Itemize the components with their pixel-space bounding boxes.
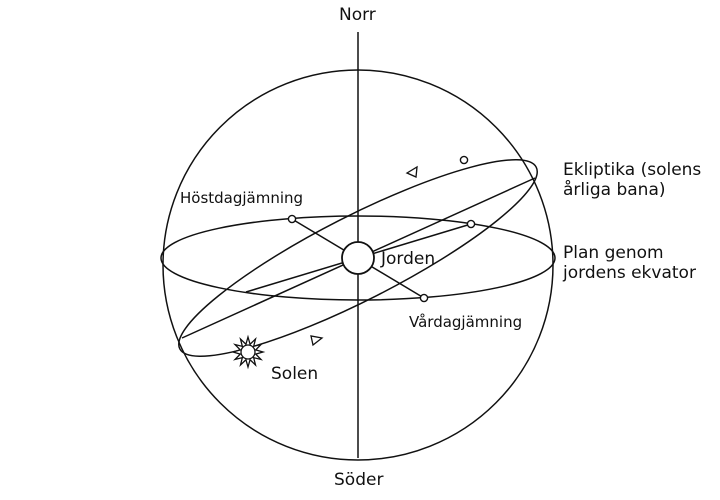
equator-back-point — [466, 219, 476, 229]
ecliptic-label-line2: årliga bana) — [563, 179, 666, 200]
ecliptic-orbit — [178, 159, 538, 357]
ecliptic-label-line1: Ekliptika (solens — [563, 160, 702, 180]
spring-equinox-label: Vårdagjämning — [409, 313, 523, 331]
sun-icon — [230, 334, 266, 370]
south-label: Söder — [334, 470, 384, 490]
equator-label-line2: jordens ekvator — [563, 262, 696, 283]
ecliptic-label: Ekliptika (solens årliga bana) — [563, 160, 702, 200]
autumn-equinox-point — [287, 214, 297, 224]
earth-icon — [341, 241, 375, 275]
ecliptic-top-point — [459, 155, 469, 165]
earth-label: Jorden — [381, 249, 436, 269]
equator-label: Plan genom jordens ekvator — [563, 243, 696, 283]
north-label: Norr — [339, 5, 376, 25]
sun-label: Solen — [271, 364, 319, 384]
orbit-arrow-top — [405, 165, 418, 178]
autumn-equinox-label: Höstdagjämning — [180, 189, 304, 207]
orbit-arrow-bottom — [310, 335, 324, 347]
spring-equinox-point — [419, 293, 429, 303]
equator-label-line1: Plan genom — [563, 243, 664, 263]
equator-plane — [160, 215, 556, 301]
